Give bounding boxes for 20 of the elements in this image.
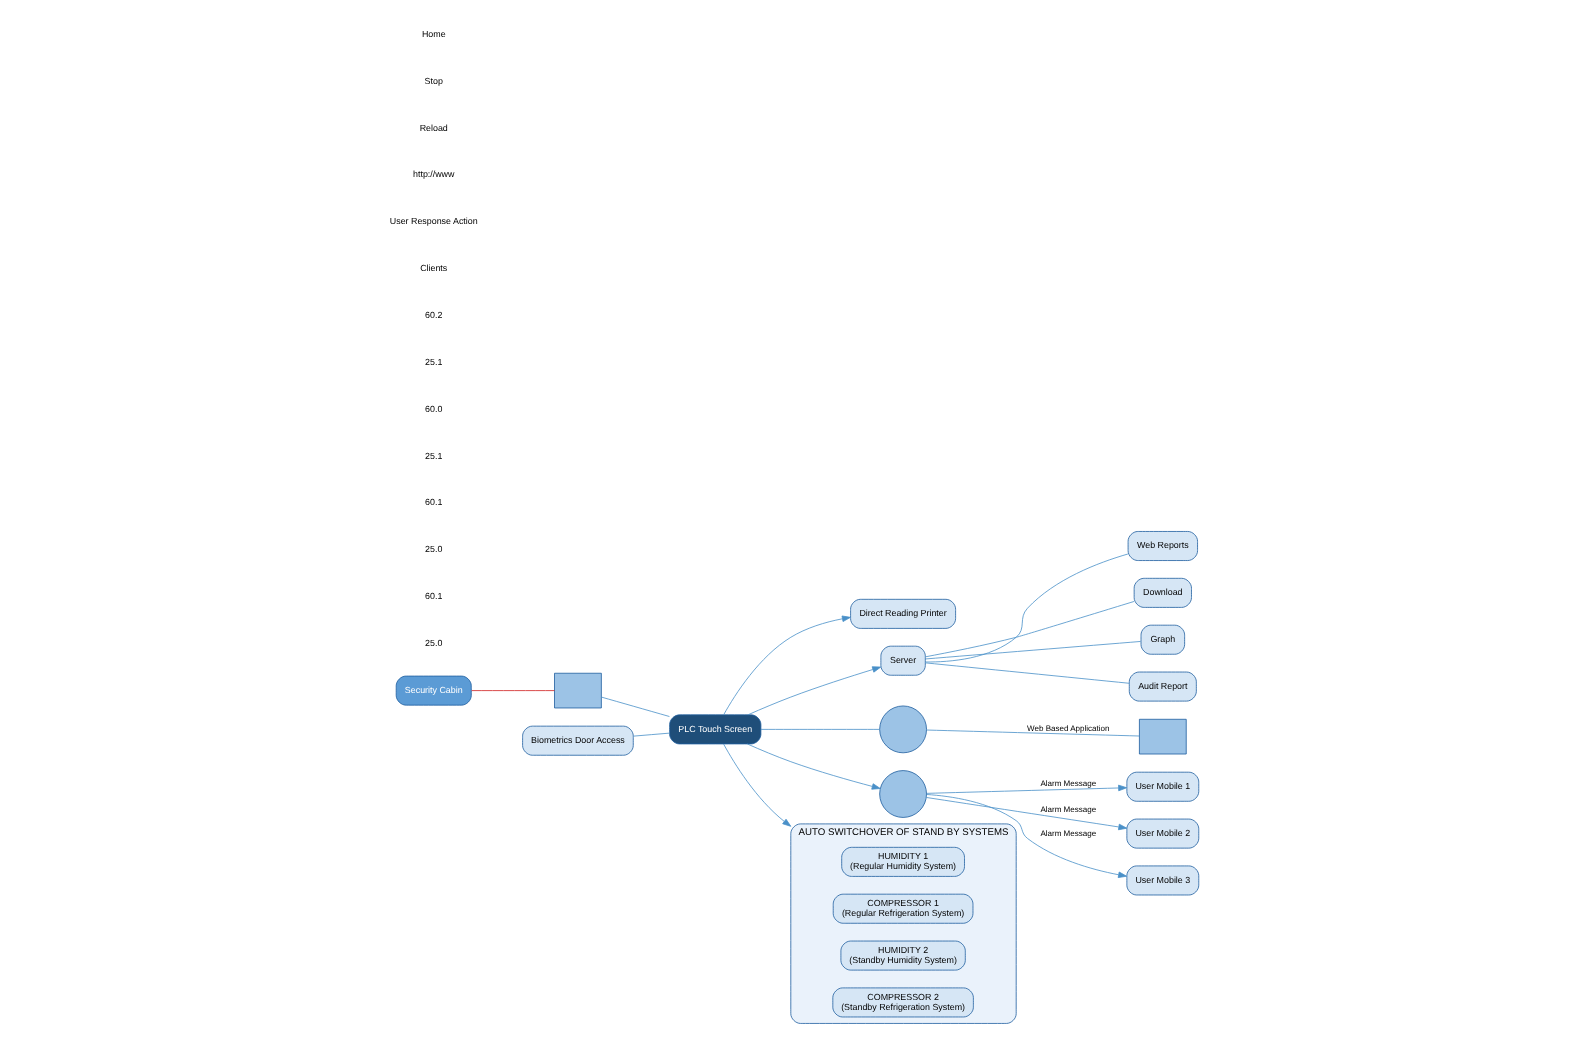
connector xyxy=(924,553,1129,663)
node-box xyxy=(1139,718,1187,755)
arrow xyxy=(747,666,882,716)
connector xyxy=(924,601,1135,658)
node-box xyxy=(554,672,602,709)
connector xyxy=(925,641,1142,660)
arrow xyxy=(746,743,881,790)
arrow xyxy=(926,794,1128,878)
connector xyxy=(925,662,1130,684)
connector xyxy=(471,690,555,691)
arrow xyxy=(723,615,851,716)
arrow xyxy=(926,784,1128,794)
arrow xyxy=(925,797,1128,831)
node-circle xyxy=(879,705,927,754)
node-circle xyxy=(879,770,927,818)
connector xyxy=(760,728,880,730)
connector xyxy=(926,729,1140,737)
connector xyxy=(633,732,670,737)
connector xyxy=(601,696,670,717)
arrow xyxy=(723,743,792,827)
